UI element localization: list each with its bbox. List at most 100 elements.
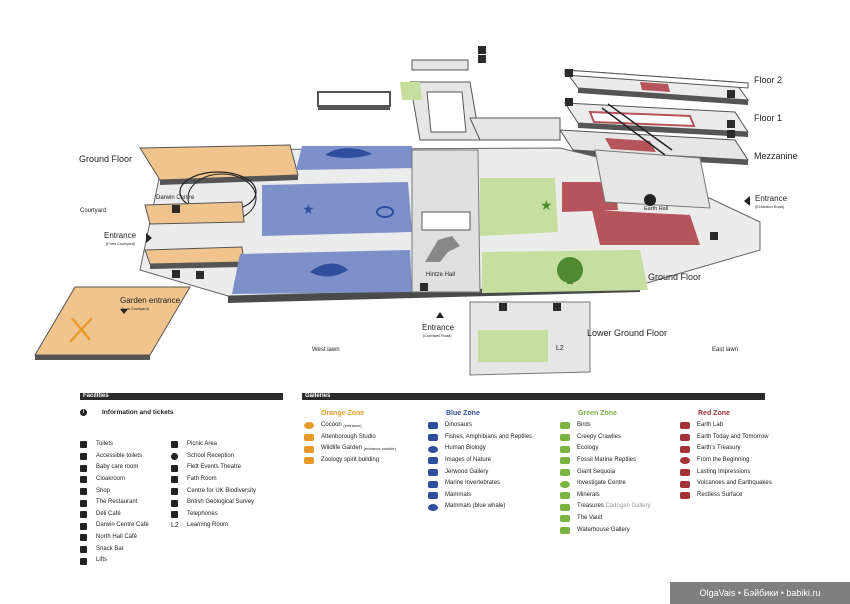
facility-row: Snack Bar [80, 544, 149, 556]
gallery-note: (entrance) [343, 423, 362, 428]
wildlife-garden-plate [34, 286, 191, 360]
cromwell-entrance-title: Entrance [422, 323, 455, 332]
gallery-label: Mammals [445, 491, 472, 498]
gallery-label: Fishes, Amphibians and Reptiles [445, 433, 533, 440]
gallery-row: Marine Invertebrates [428, 478, 532, 490]
star-icon [560, 527, 570, 535]
orange-zone-list: Orange Zone Cocoon (entrance) Attenborou… [304, 408, 396, 467]
facility-label: Snack Bar [96, 545, 124, 552]
facility-label: Learning Room [187, 522, 229, 529]
facility-row: Darwin Centre Café [80, 520, 149, 532]
floor-2-plate [563, 69, 750, 105]
telephone-icon [171, 511, 178, 519]
lift-icon [80, 557, 87, 565]
west-lawn-label: West lawn [312, 347, 340, 353]
gallery-label: Mammals (blue whale) [445, 503, 506, 510]
darwin-centre-label: Darwin Centre [156, 195, 195, 201]
cromwell-entrance-arrow[interactable] [436, 312, 444, 318]
mammal-icon [428, 492, 438, 500]
gallery-row: Waterhouse Gallery [560, 525, 651, 537]
gallery-label: Human Biology [445, 445, 486, 452]
gallery-row: Fossil Marine Reptiles [560, 455, 651, 467]
gallery-row: Creepy Crawlies [560, 432, 651, 444]
restaurant-icon [80, 499, 87, 507]
info-icon: i [80, 409, 87, 416]
red-zone [562, 103, 711, 245]
spider-icon [560, 433, 570, 441]
orange-zone-darwin-centre [139, 144, 299, 269]
museum-floor-map: ★ ★ Floor 2 [34, 46, 798, 376]
gallery-row: Restless Surface [680, 490, 772, 502]
gallery-label: Images of Nature [445, 456, 492, 463]
facility-label: Centre for UK Biodiversity [187, 487, 257, 494]
red-zone-title: Red Zone [698, 410, 730, 417]
facility-label: Darwin Centre Café [96, 522, 149, 529]
earth-lab-icon [680, 422, 690, 430]
wind-turbine-icon [680, 433, 690, 441]
svg-text:★: ★ [540, 197, 553, 213]
facility-label: Picnic Area [187, 441, 218, 447]
learning-room-icon: L2 [171, 522, 179, 530]
lizard-icon [428, 433, 438, 441]
gallery-label: Volcanoes and Earthquakes [697, 480, 772, 487]
gallery-row: Jerwood Gallery [428, 467, 532, 479]
gallery-row: Cocoon (entrance) [304, 420, 396, 432]
gallery-label: Giant Sequoia [577, 468, 616, 475]
fath-room-icon [171, 476, 178, 484]
garden-entrance-arrow[interactable] [120, 309, 128, 314]
facilities-col1: Toilets Accessible toilets Baby care roo… [80, 439, 149, 567]
floor-1-plate [564, 102, 749, 137]
cloakroom-icon [80, 476, 87, 484]
gallery-label: Ecology [577, 445, 599, 452]
treasure-icon [560, 503, 570, 511]
gallery-label: Marine Invertebrates [445, 480, 501, 487]
exhibition-entrance-arrow[interactable] [744, 196, 750, 206]
lower-ground-floor-label: Lower Ground Floor [587, 328, 667, 338]
garden-entrance-sub: (from Courtyard) [121, 307, 150, 311]
gallery-label: Attenborough Studio [321, 433, 376, 440]
gallery-label: Fossil Marine Reptiles [577, 456, 637, 463]
deli-cafe-icon [80, 511, 87, 519]
geological-survey-icon [171, 499, 178, 507]
gallery-row: Wildlife Garden (entrance outside) [304, 443, 396, 455]
courtyard-entrance-arrow[interactable] [146, 233, 152, 243]
snack-bar-icon [80, 546, 87, 554]
starfish-icon [428, 480, 438, 488]
facility-row: Telephones [171, 509, 256, 521]
toilets-icon [80, 441, 87, 449]
facility-label: Toilets [96, 441, 114, 447]
gallery-row: Images of Nature [428, 455, 532, 467]
facilities-header-bar: Facilities [80, 393, 283, 400]
facility-row: Accessible toilets [80, 451, 149, 463]
gallery-row: Giant Sequoia [560, 467, 651, 479]
green-zone: ★ [400, 82, 648, 376]
gallery-label: The Vault [577, 515, 603, 522]
biodiversity-icon [171, 487, 178, 495]
facility-label: Cloakroom [96, 475, 126, 482]
earth-hall-label: Earth Hall [644, 206, 668, 212]
ground-floor-label-right: Ground Floor [648, 272, 701, 282]
blue-zone-list: Blue Zone Dinosaurs Fishes, Amphibians a… [428, 408, 532, 513]
gallery-row: Fishes, Amphibians and Reptiles [428, 432, 532, 444]
mezzanine-label: Mezzanine [754, 151, 798, 161]
facilities-header: Facilities [83, 393, 109, 399]
blue-zone: ★ [232, 146, 416, 294]
facility-row: Cloakroom [80, 474, 149, 486]
facility-label: North Hall Café [96, 534, 138, 541]
gallery-label: Waterhouse Gallery [577, 526, 630, 533]
theatre-icon [171, 464, 178, 472]
galleries-header: Galleries [305, 393, 331, 399]
gallery-label: Jerwood Gallery [445, 468, 489, 475]
gallery-row: Ecology [560, 443, 651, 455]
orange-zone-title: Orange Zone [321, 410, 365, 417]
top-floating-rooms [317, 59, 561, 141]
courtyard-entrance-sub: (From Courtyard) [106, 242, 136, 246]
l2-area-label: L2 [556, 345, 564, 352]
marine-reptile-icon [560, 457, 570, 465]
clock-icon [680, 457, 690, 465]
spirit-jars-icon [304, 457, 314, 465]
gallery-label: Dinosaurs [445, 422, 473, 428]
watermark-credit: OlgaVais • Бэйбики • babiki.ru [670, 582, 850, 604]
cocoon-icon [304, 422, 314, 430]
facility-row: L2 Learning Room [171, 520, 256, 532]
